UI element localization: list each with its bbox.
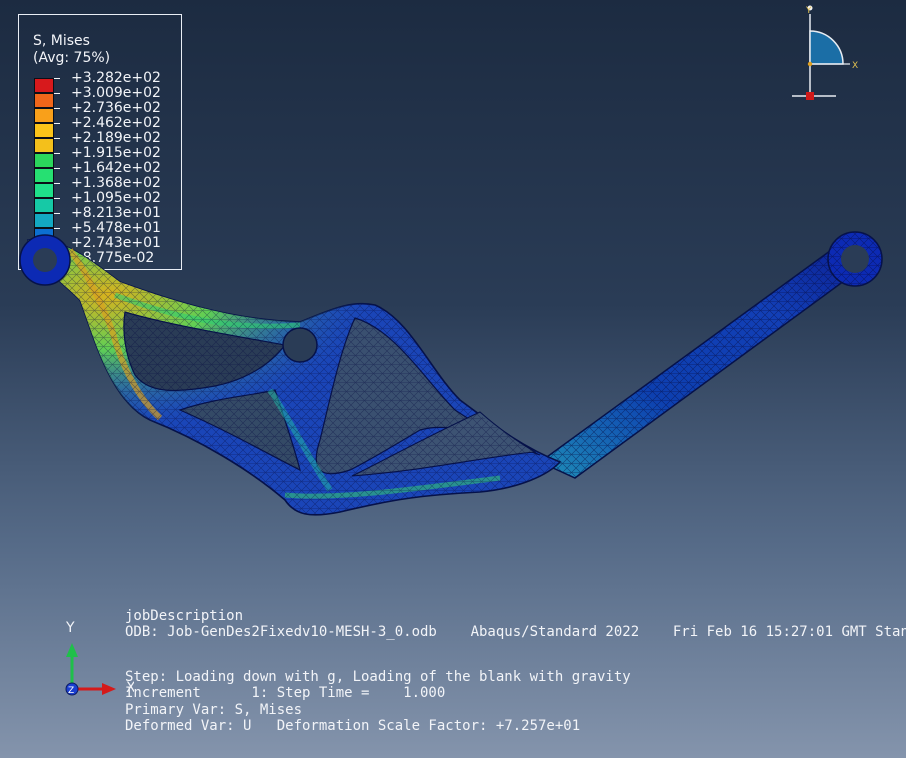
coordinate-axes: Y Z X <box>65 620 134 696</box>
legend-value: +2.462e+02 <box>71 115 161 131</box>
legend-value: +2.736e+02 <box>71 100 161 116</box>
legend-title: S, Mises <box>33 33 90 49</box>
legend-value: +8.213e+01 <box>71 205 161 221</box>
axis-x-label: X <box>126 680 134 696</box>
legend-value: +3.282e+02 <box>71 70 161 86</box>
view-triad: Y X <box>792 5 858 100</box>
axis-z-label: Z <box>68 686 74 696</box>
legend-tick <box>54 228 60 229</box>
primary-var-line: Primary Var: S, Mises <box>125 702 303 718</box>
legend-subtitle: (Avg: 75%) <box>33 50 111 66</box>
legend-tick <box>54 78 60 79</box>
increment-info-line: Increment 1: Step Time = 1.000 <box>125 685 446 701</box>
legend-tick <box>54 153 60 154</box>
legend-value: +2.743e+01 <box>71 235 161 251</box>
legend-value: +1.915e+02 <box>71 145 161 161</box>
legend-value: +1.095e+02 <box>71 190 161 206</box>
axis-y-label: Y <box>65 620 75 636</box>
legend-tick <box>54 108 60 109</box>
legend-tick <box>54 168 60 169</box>
legend-tick <box>54 213 60 214</box>
job-description: jobDescription <box>125 608 244 624</box>
legend-swatch <box>34 183 54 198</box>
triad-y-label: Y <box>805 6 812 16</box>
legend-swatch <box>34 138 54 153</box>
legend-swatch <box>34 153 54 168</box>
odb-info-line: ODB: Job-GenDes2Fixedv10-MESH-3_0.odb Ab… <box>125 624 906 640</box>
legend-swatch <box>34 198 54 213</box>
legend-tick <box>54 183 60 184</box>
legend-tick <box>54 93 60 94</box>
step-info-line: Step: Loading down with g, Loading of th… <box>125 669 631 685</box>
triad-x-label: X <box>852 61 858 71</box>
legend-tick <box>54 138 60 139</box>
legend-swatch <box>34 123 54 138</box>
legend-value: +3.009e+02 <box>71 85 161 101</box>
legend-swatch <box>34 78 54 93</box>
legend-value: +2.189e+02 <box>71 130 161 146</box>
legend-swatch <box>34 93 54 108</box>
legend-swatch <box>34 213 54 228</box>
legend-tick <box>54 123 60 124</box>
legend-value: +1.642e+02 <box>71 160 161 176</box>
legend-value: +1.368e+02 <box>71 175 161 191</box>
deformed-var-line: Deformed Var: U Deformation Scale Factor… <box>125 718 581 734</box>
mesh-body <box>19 231 883 516</box>
legend-swatch <box>34 108 54 123</box>
legend-value: +5.478e+01 <box>71 220 161 236</box>
legend-swatch <box>34 168 54 183</box>
legend-tick <box>54 198 60 199</box>
